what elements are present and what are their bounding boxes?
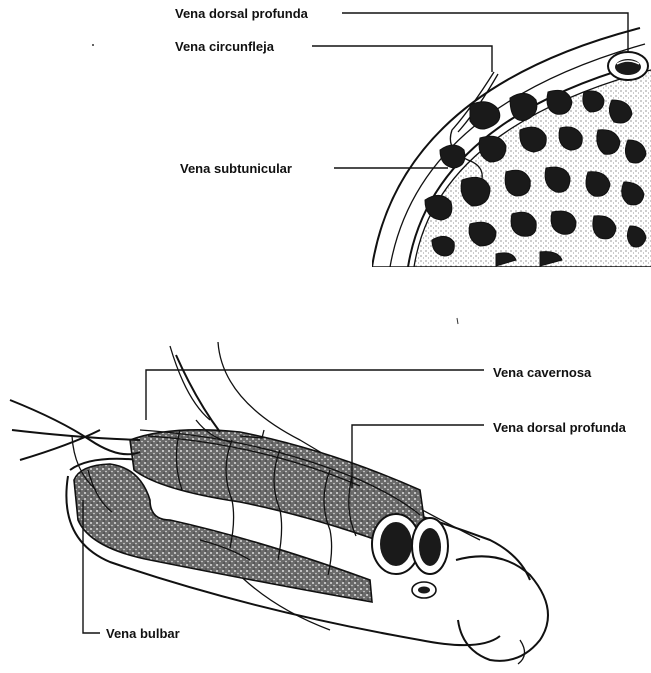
longitudinal-diagram <box>10 342 548 664</box>
leader-circumflex <box>312 46 492 72</box>
label-cavernosa: Vena cavernosa <box>493 365 592 380</box>
speck <box>92 44 94 46</box>
glans <box>456 556 548 664</box>
label-circumflex: Vena circunfleja <box>175 39 275 54</box>
dorsal-vein-oval <box>608 52 648 80</box>
label-top-dorsal: Vena dorsal profunda <box>175 6 309 21</box>
label-bulbar: Vena bulbar <box>106 626 180 641</box>
speck <box>457 318 458 324</box>
cut-face <box>372 514 448 598</box>
label-subtunical: Vena subtunicular <box>180 161 292 176</box>
label-bottom-dorsal: Vena dorsal profunda <box>493 420 627 435</box>
cross-section-diagram <box>372 28 651 267</box>
